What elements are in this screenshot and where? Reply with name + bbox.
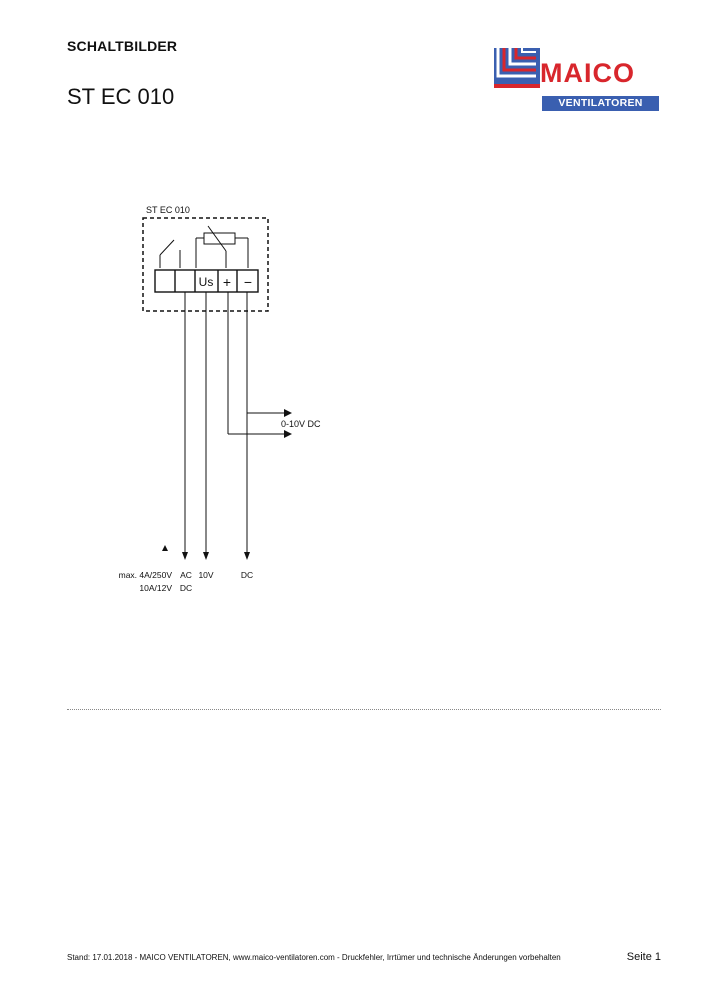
relay-contact (159, 239, 181, 268)
wires (184, 292, 288, 556)
potentiometer (195, 225, 249, 268)
relay-type-line1: AC (180, 570, 192, 580)
document-title: ST EC 010 (67, 84, 175, 109)
signal-label: 0-10V DC (281, 419, 321, 429)
terminal-minus-label: − (244, 274, 252, 290)
maico-logo: MAICO VENTILATOREN (492, 46, 662, 114)
supply-label: 10V (198, 570, 213, 580)
section-title: SCHALTBILDER (67, 38, 178, 54)
dc-label: DC (241, 570, 253, 580)
divider (67, 709, 661, 710)
page-number: Seite 1 (626, 951, 661, 963)
arrowheads (162, 409, 292, 560)
relay-type-line2: DC (180, 583, 192, 593)
relay-rating-line1: max. 4A/250V (119, 570, 173, 580)
device-label: ST EC 010 (146, 205, 190, 215)
terminal-block: Us + − (154, 269, 259, 293)
footer-text: Stand: 17.01.2018 - MAICO VENTILATOREN, … (67, 953, 561, 962)
terminal-us-label: Us (199, 275, 214, 289)
terminal-plus-label: + (223, 274, 231, 290)
logo-subtitle: VENTILATOREN (558, 97, 643, 109)
logo-band (542, 96, 659, 111)
maico-logo-mark (494, 48, 540, 88)
relay-rating-line2: 10A/12V (139, 583, 172, 593)
logo-brand: MAICO (540, 58, 635, 88)
wiring-diagram: ST EC 010 Us + − (119, 205, 321, 593)
